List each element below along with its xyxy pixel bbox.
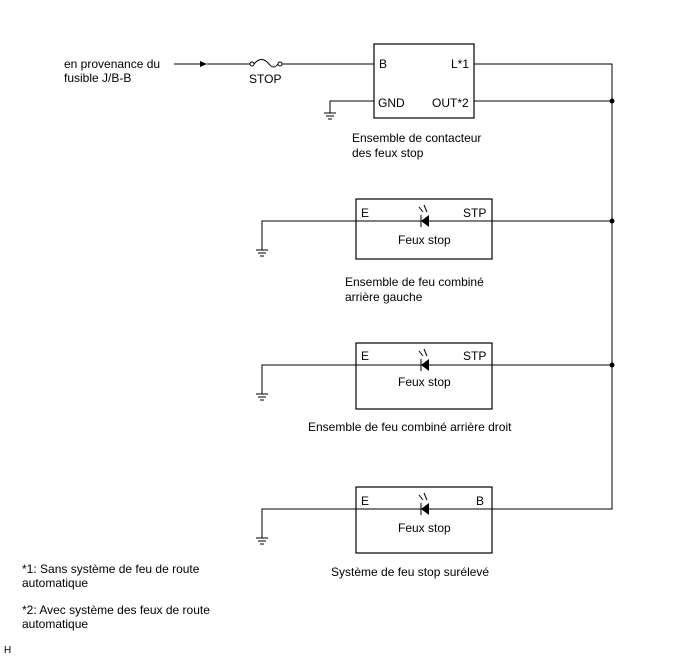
left-lamp-caption-line1: Ensemble de feu combiné (345, 275, 484, 289)
switch-pin-l: L*1 (451, 57, 469, 71)
high-lamp-pin-b: B (476, 494, 484, 508)
switch-pin-b: B (379, 57, 387, 71)
left-lamp-led-icon (418, 204, 429, 227)
switch-pin-out: OUT*2 (432, 96, 469, 110)
fuse-icon (249, 59, 283, 68)
left-lamp-pin-stp: STP (463, 206, 486, 220)
fuse-label: STOP (249, 72, 281, 86)
switch-caption-line1: Ensemble de contacteur (352, 131, 481, 145)
right-lamp-label: Feux stop (398, 375, 451, 389)
high-lamp-label: Feux stop (398, 521, 451, 535)
left-lamp-box (355, 198, 493, 260)
source-arrow-icon (200, 61, 207, 67)
note2-line2: automatique (22, 617, 88, 631)
left-lamp-label: Feux stop (398, 233, 451, 247)
left-lamp-pin-e: E (361, 206, 369, 220)
corner-mark: H (4, 645, 11, 656)
switch-ground-icon (324, 112, 336, 120)
right-lamp-pin-stp: STP (463, 349, 486, 363)
left-lamp-ground-wire (261, 220, 356, 250)
note1-line2: automatique (22, 576, 88, 590)
right-lamp-led-icon (418, 348, 429, 371)
right-lamp-ground-icon (256, 393, 268, 401)
switch-ground-wire (329, 100, 374, 113)
source-label-line2: fusible J/B-B (64, 71, 131, 85)
junction-left-lamp (609, 218, 615, 224)
source-label-line1: en provenance du (64, 57, 160, 71)
switch-caption-line2: des feux stop (352, 146, 424, 160)
right-lamp-caption: Ensemble de feu combiné arrière droit (308, 420, 512, 434)
note2-line1: *2: Avec système des feux de route (22, 603, 210, 617)
junction-out (609, 98, 615, 104)
output-bus-wire (474, 63, 613, 510)
stop-switch-box (373, 43, 475, 119)
high-lamp-led-icon (418, 492, 429, 515)
high-lamp-caption: Système de feu stop surélevé (331, 565, 489, 579)
high-lamp-ground-icon (256, 537, 268, 545)
right-lamp-box (355, 342, 493, 410)
left-lamp-caption-line2: arrière gauche (345, 290, 423, 304)
high-lamp-ground-wire (261, 508, 356, 538)
right-lamp-pin-e: E (361, 349, 369, 363)
switch-pin-gnd: GND (378, 96, 405, 110)
right-lamp-ground-wire (261, 364, 356, 394)
left-lamp-ground-icon (256, 249, 268, 257)
junction-right-lamp (609, 362, 615, 368)
note1-line1: *1: Sans système de feu de route (22, 562, 200, 576)
high-lamp-pin-e: E (361, 494, 369, 508)
high-lamp-box (355, 486, 493, 554)
